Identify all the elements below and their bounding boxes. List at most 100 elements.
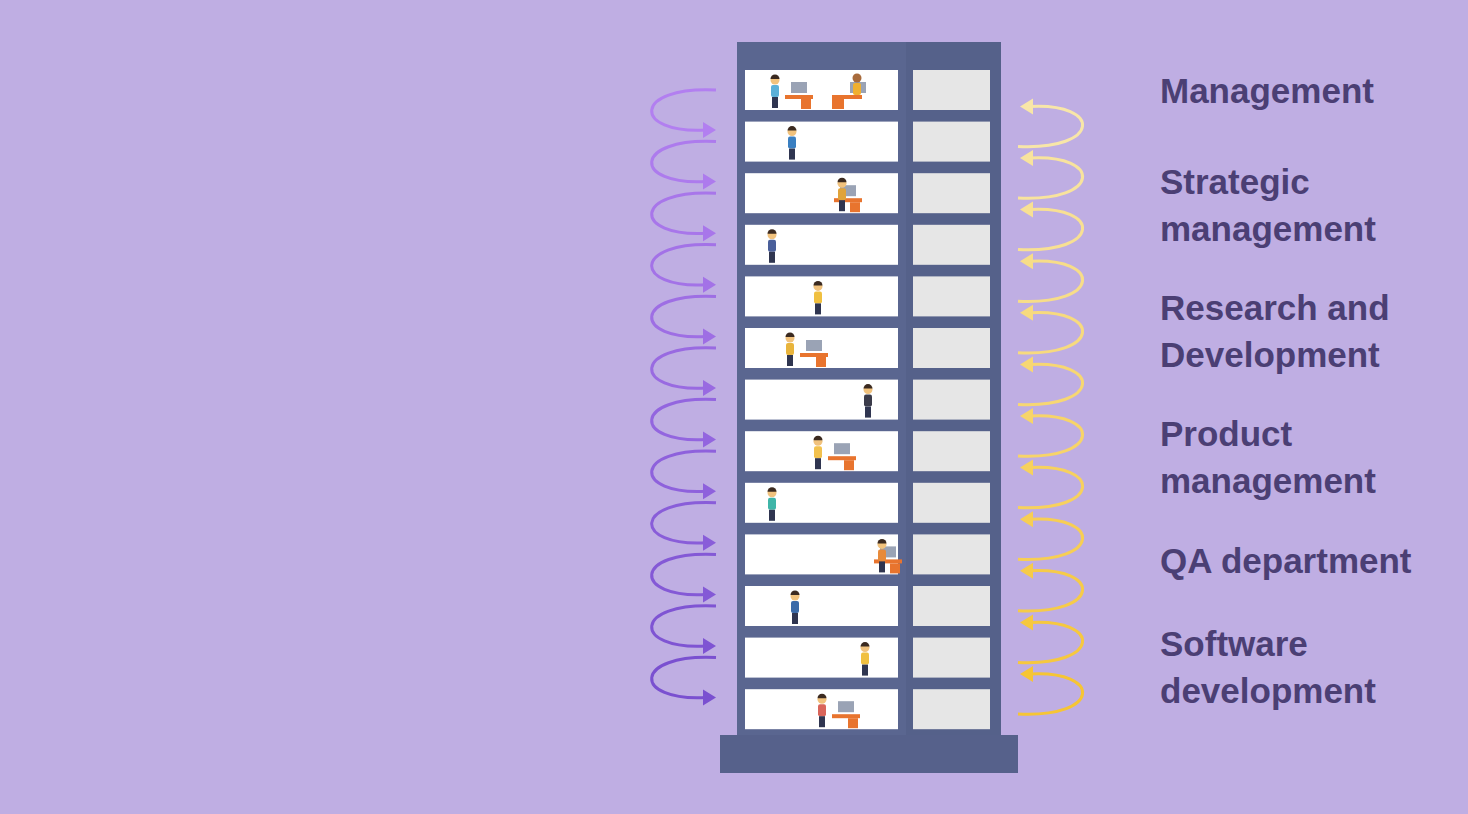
- worker: [834, 178, 862, 213]
- room: [745, 122, 898, 162]
- arrowhead: [703, 535, 716, 551]
- room: [745, 173, 898, 213]
- legs: [769, 510, 775, 521]
- flow-arrow: [1018, 467, 1083, 507]
- hair: [786, 333, 795, 337]
- window: [913, 534, 990, 574]
- department-label: QA department: [1160, 537, 1452, 584]
- window: [913, 70, 990, 110]
- flow-arrow: [1018, 106, 1083, 146]
- head: [791, 592, 800, 601]
- flow-arrow: [1018, 622, 1083, 662]
- arrowhead: [703, 277, 716, 293]
- arrowhead: [1020, 202, 1033, 218]
- legs: [839, 200, 845, 211]
- head: [768, 230, 777, 239]
- head: [788, 127, 797, 136]
- building-base: [720, 735, 1018, 773]
- room: [745, 225, 898, 265]
- worker: [771, 75, 814, 110]
- worker: [874, 539, 902, 574]
- desk-leg: [801, 99, 811, 109]
- head: [864, 385, 873, 394]
- legs: [815, 303, 821, 314]
- arrowhead: [1020, 356, 1033, 372]
- torso: [771, 85, 779, 97]
- hair: [788, 126, 797, 131]
- room: [745, 431, 898, 471]
- desk: [828, 456, 856, 460]
- worker: [814, 281, 823, 315]
- head: [814, 282, 823, 291]
- flow-arrow: [1018, 158, 1083, 198]
- arrowhead: [703, 174, 716, 190]
- hair: [838, 178, 847, 183]
- desk-leg: [832, 99, 844, 109]
- worker: [768, 229, 777, 262]
- desk: [832, 95, 862, 99]
- legs: [789, 149, 795, 160]
- arrowhead: [1020, 460, 1033, 476]
- department-label: Product management: [1160, 410, 1452, 504]
- monitor: [838, 701, 854, 712]
- window: [913, 276, 990, 316]
- room: [745, 638, 898, 678]
- monitor: [791, 82, 807, 93]
- floors: [745, 70, 990, 729]
- torso: [853, 83, 861, 95]
- arrowhead: [1020, 614, 1033, 630]
- head: [771, 76, 780, 85]
- hair: [814, 436, 823, 441]
- torso: [878, 549, 886, 561]
- flow-arrow: [1018, 416, 1083, 456]
- arrowhead: [1020, 150, 1033, 166]
- department-label: Strategic management: [1160, 158, 1452, 252]
- head: [786, 334, 795, 343]
- arrowhead: [1020, 98, 1033, 114]
- arrowhead: [703, 586, 716, 602]
- window: [913, 380, 990, 420]
- desk: [832, 714, 860, 718]
- hair: [768, 487, 777, 492]
- worker: [768, 487, 777, 521]
- torso: [814, 291, 822, 303]
- head: [853, 74, 862, 83]
- torso: [791, 601, 799, 613]
- legs: [879, 561, 885, 572]
- head: [878, 540, 887, 549]
- window: [913, 328, 990, 368]
- arrowhead: [1020, 511, 1033, 527]
- room: [745, 534, 898, 574]
- desk-leg: [816, 357, 826, 367]
- hair: [878, 539, 887, 544]
- flow-arrow: [1018, 261, 1083, 301]
- worker: [791, 591, 800, 625]
- room: [745, 276, 898, 316]
- flow-arrow: [1018, 313, 1083, 353]
- hair: [864, 384, 873, 388]
- torso: [768, 498, 776, 510]
- hair: [814, 281, 823, 286]
- arrowhead: [1020, 253, 1033, 269]
- arrowhead: [703, 225, 716, 241]
- desk: [785, 95, 813, 99]
- flow-arrow: [1018, 519, 1083, 559]
- legs: [772, 97, 778, 108]
- room: [745, 328, 898, 368]
- room: [745, 380, 898, 420]
- worker: [818, 694, 861, 729]
- arrowhead: [1020, 563, 1033, 579]
- torso: [788, 137, 796, 149]
- arrowhead: [1020, 408, 1033, 424]
- flow-arrow: [1018, 209, 1083, 249]
- window: [913, 483, 990, 523]
- torso: [861, 653, 869, 665]
- torso: [838, 188, 846, 200]
- head: [861, 643, 870, 652]
- head: [838, 179, 847, 188]
- worker: [861, 642, 870, 676]
- arrowhead: [1020, 666, 1033, 682]
- window: [913, 586, 990, 626]
